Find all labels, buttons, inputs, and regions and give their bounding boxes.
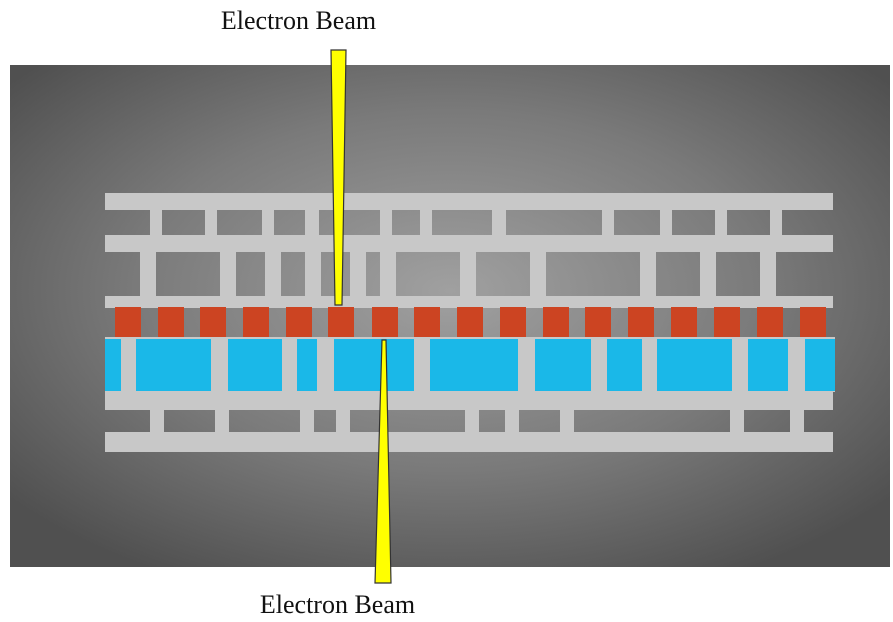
contact [800, 307, 826, 337]
cross-section-background [10, 65, 890, 567]
contact [457, 307, 483, 337]
top-electron-beam-label: Electron Beam [220, 6, 377, 35]
active-region [748, 339, 788, 391]
contact [115, 307, 141, 337]
active-region [805, 339, 835, 391]
active-region [430, 339, 518, 391]
active-region [136, 339, 211, 391]
active-region [334, 339, 414, 391]
contact [414, 307, 440, 337]
contact [628, 307, 654, 337]
contact [585, 307, 611, 337]
top-electron-beam [330, 49, 347, 306]
contact [372, 307, 398, 337]
lower-metal-structure [105, 392, 833, 452]
contact [158, 307, 184, 337]
contact [757, 307, 783, 337]
active-region [228, 339, 282, 391]
contact [286, 307, 312, 337]
contact [200, 307, 226, 337]
active-region [657, 339, 732, 391]
active-layer [105, 337, 835, 392]
contact [671, 307, 697, 337]
active-region [535, 339, 591, 391]
contact [500, 307, 526, 337]
contact [328, 307, 354, 337]
bottom-electron-beam-label: Electron Beam [259, 590, 416, 619]
bottom-electron-beam [374, 339, 392, 584]
upper-metal-structure [105, 193, 833, 308]
contact [243, 307, 269, 337]
contact [714, 307, 740, 337]
active-region [607, 339, 642, 391]
active-region [297, 339, 317, 391]
contact-row [115, 307, 826, 337]
active-region [105, 339, 121, 391]
contact [543, 307, 569, 337]
